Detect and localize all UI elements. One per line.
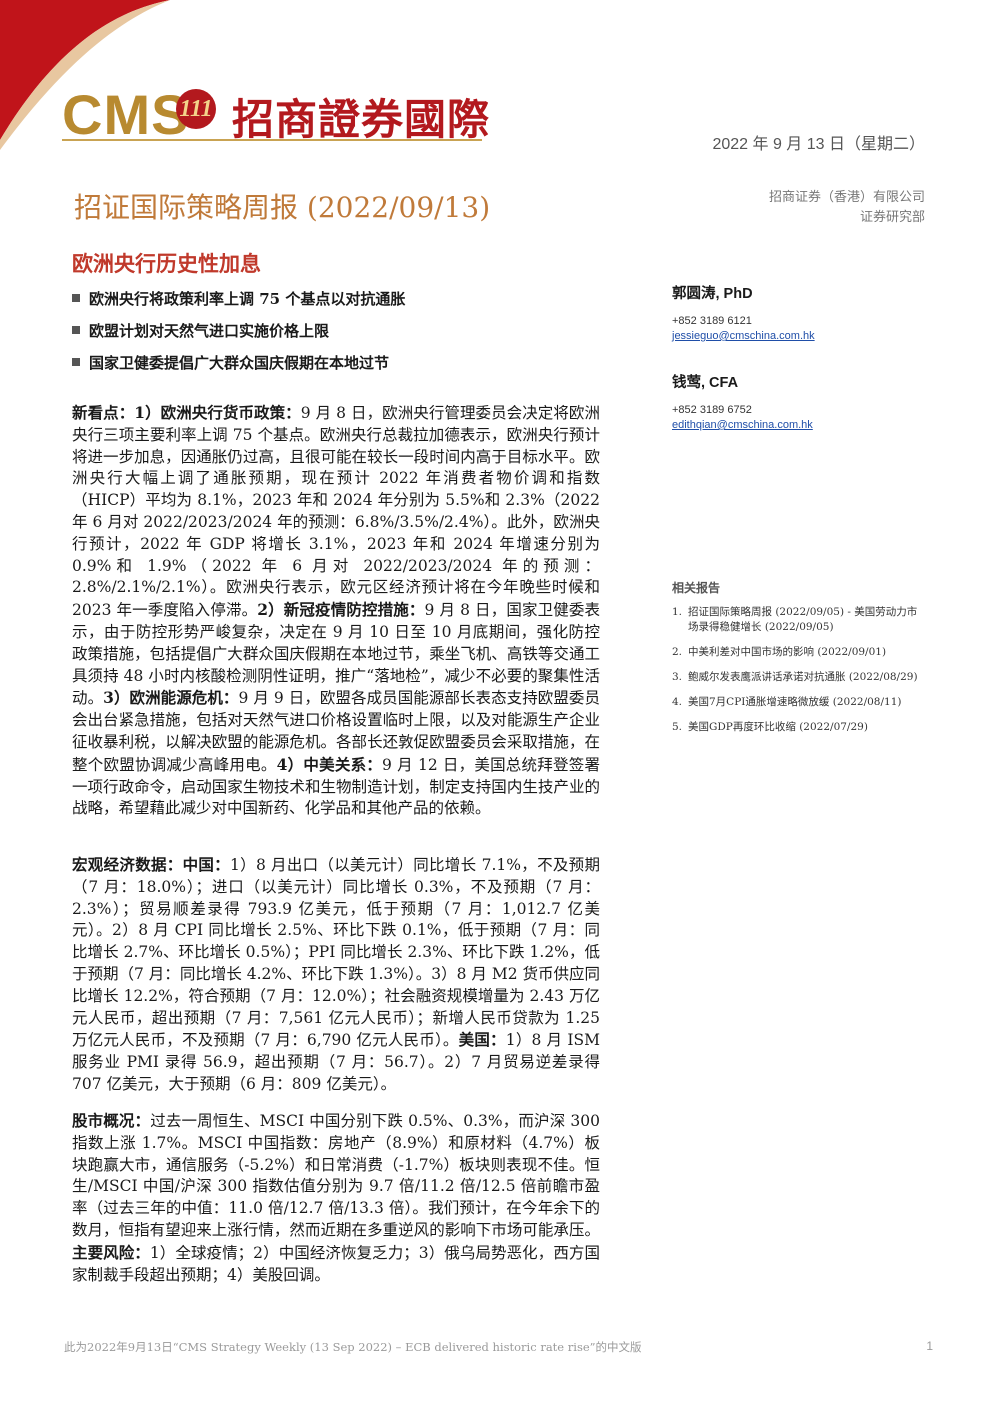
- paragraph-label: 宏观经济数据：中国：: [72, 855, 230, 874]
- related-report-text: 中美利差对中国市场的影响 (2022/09/01): [688, 646, 887, 658]
- related-report-number: 3.: [672, 671, 683, 683]
- paragraph-text: 1）8 月出口（以美元计）同比增长 7.1%，不及预期（7 月：18.0%）；进…: [72, 856, 600, 1050]
- paragraph-text: 1）全球疫情；2）中国经济恢复乏力；3）俄乌局势恶化，西方国家制裁手段超出预期；…: [72, 1243, 600, 1284]
- related-report-item[interactable]: 5. 美国GDP再度环比收缩 (2022/07/29): [672, 720, 922, 735]
- analyst-phone: +852 3189 6752: [672, 404, 752, 416]
- company-department: 证券研究部: [859, 210, 925, 225]
- key-point-text: 欧盟计划对天然气进口实施价格上限: [89, 322, 330, 340]
- related-report-text: 招证国际策略周报 (2022/09/05) - 美国劳动力市场录得稳健增长 (2…: [688, 606, 918, 633]
- analyst-name: 钱莺, CFA: [672, 375, 739, 391]
- report-subtitle: 欧洲央行历史性加息: [72, 251, 261, 276]
- paragraph-text: 过去一周恒生、MSCI 中国分别下跌 0.5%、0.3%，而沪深 300 指数上…: [72, 1112, 600, 1239]
- corner-swoosh-decoration: [0, 0, 170, 150]
- logo-cms-text: CMS: [62, 83, 190, 146]
- paragraph-label: 新看点：1）欧洲央行货币政策：: [72, 403, 301, 422]
- logo-underline: [62, 139, 482, 141]
- related-reports-list: 1. 招证国际策略周报 (2022/09/05) - 美国劳动力市场录得稳健增长 …: [672, 605, 922, 745]
- analyst-name: 郭圆涛, PhD: [672, 286, 753, 302]
- paragraph-text: 9 月 8 日，欧洲央行管理委员会决定将欧洲央行三项主要利率上调 75 个基点。…: [72, 404, 600, 620]
- report-date: 2022 年 9 月 13 日（星期二）: [712, 136, 925, 153]
- key-point-text: 欧洲央行将政策利率上调 75 个基点以对抗通胀: [89, 290, 406, 308]
- key-points-list: 欧洲央行将政策利率上调 75 个基点以对抗通胀 欧盟计划对天然气进口实施价格上限…: [72, 288, 632, 384]
- report-title: 招证国际策略周报 (2022/09/13): [74, 191, 491, 224]
- logo-emblem-icon: 111: [176, 89, 216, 129]
- analyst-email-link[interactable]: jessieguo@cmschina.com.hk: [672, 330, 815, 342]
- related-report-number: 1.: [672, 606, 683, 618]
- company-block: 招商证券（香港）有限公司 证券研究部: [769, 188, 925, 228]
- related-report-item[interactable]: 4. 美国7月CPI通胀增速略微放缓 (2022/08/11): [672, 695, 922, 710]
- related-report-number: 2.: [672, 646, 683, 658]
- paragraph-label: 股市概况：: [72, 1111, 151, 1130]
- paragraph-macro-data: 宏观经济数据：中国：1）8 月出口（以美元计）同比增长 7.1%，不及预期（7 …: [72, 854, 600, 1096]
- paragraph-label: 美国：: [458, 1030, 506, 1050]
- paragraph-label: 2）新冠疫情防控措施：: [257, 600, 425, 620]
- footer-note: 此为2022年9月13日“CMS Strategy Weekly (13 Sep…: [64, 1340, 642, 1354]
- paragraph-market-overview: 股市概况：过去一周恒生、MSCI 中国分别下跌 0.5%、0.3%，而沪深 30…: [72, 1110, 600, 1286]
- page-number: 1: [926, 1339, 933, 1353]
- related-report-item[interactable]: 3. 鲍威尔发表鹰派讲话承诺对抗通胀 (2022/08/29): [672, 670, 922, 685]
- key-point-text: 国家卫健委提倡广大群众国庆假期在本地过节: [89, 354, 390, 372]
- paragraph-new-highlights: 新看点：1）欧洲央行货币政策：9 月 8 日，欧洲央行管理委员会决定将欧洲央行三…: [72, 402, 600, 820]
- bullet-square-icon: [72, 294, 80, 302]
- related-report-item[interactable]: 2. 中美利差对中国市场的影响 (2022/09/01): [672, 645, 922, 660]
- analyst-email-link[interactable]: edithqian@cmschina.com.hk: [672, 419, 813, 431]
- related-report-text: 美国7月CPI通胀增速略微放缓 (2022/08/11): [688, 696, 902, 708]
- related-report-text: 美国GDP再度环比收缩 (2022/07/29): [688, 721, 868, 733]
- analyst-card: 郭圆涛, PhD +852 3189 6121 jessieguo@cmschi…: [672, 287, 815, 344]
- company-name: 招商证券（香港）有限公司: [768, 190, 925, 205]
- key-point: 欧盟计划对天然气进口实施价格上限: [72, 320, 632, 352]
- key-point: 国家卫健委提倡广大群众国庆假期在本地过节: [72, 352, 632, 384]
- related-report-item[interactable]: 1. 招证国际策略周报 (2022/09/05) - 美国劳动力市场录得稳健增长 …: [672, 605, 922, 635]
- paragraph-label: 3）欧洲能源危机：: [103, 688, 239, 708]
- paragraph-text: 9 月 9 日，欧盟各成员国能源部长表态支持欧盟委员会出台紧急措施，包括对天然气…: [72, 689, 600, 774]
- paragraph-text: 9 月 8 日，国家卫健委表示，由于防控形势严峻复杂，决定在 9 月 10 日至…: [72, 601, 601, 708]
- bullet-square-icon: [72, 326, 80, 334]
- paragraph-label: 4）中美关系：: [276, 754, 383, 774]
- related-reports-heading: 相关报告: [672, 581, 721, 595]
- related-report-text: 鲍威尔发表鹰派讲话承诺对抗通胀 (2022/08/29): [688, 671, 918, 683]
- key-point: 欧洲央行将政策利率上调 75 个基点以对抗通胀: [72, 288, 632, 320]
- paragraph-label: 主要风险：: [72, 1242, 150, 1262]
- paragraph-text: 9 月 12 日，美国总统拜登签署一项行政命令，启动国家生物技术和生物制造计划，…: [72, 755, 600, 818]
- paragraph-text: 1）8 月 ISM 服务业 PMI 录得 56.9，超出预期（7 月：56.7）…: [72, 1031, 600, 1093]
- related-report-number: 5.: [672, 721, 683, 733]
- analyst-card: 钱莺, CFA +852 3189 6752 edithqian@cmschin…: [672, 376, 813, 433]
- logo-chinese-text: 招商證券國際: [232, 95, 491, 144]
- analyst-phone: +852 3189 6121: [672, 315, 752, 327]
- related-report-number: 4.: [672, 696, 683, 708]
- bullet-square-icon: [72, 358, 80, 366]
